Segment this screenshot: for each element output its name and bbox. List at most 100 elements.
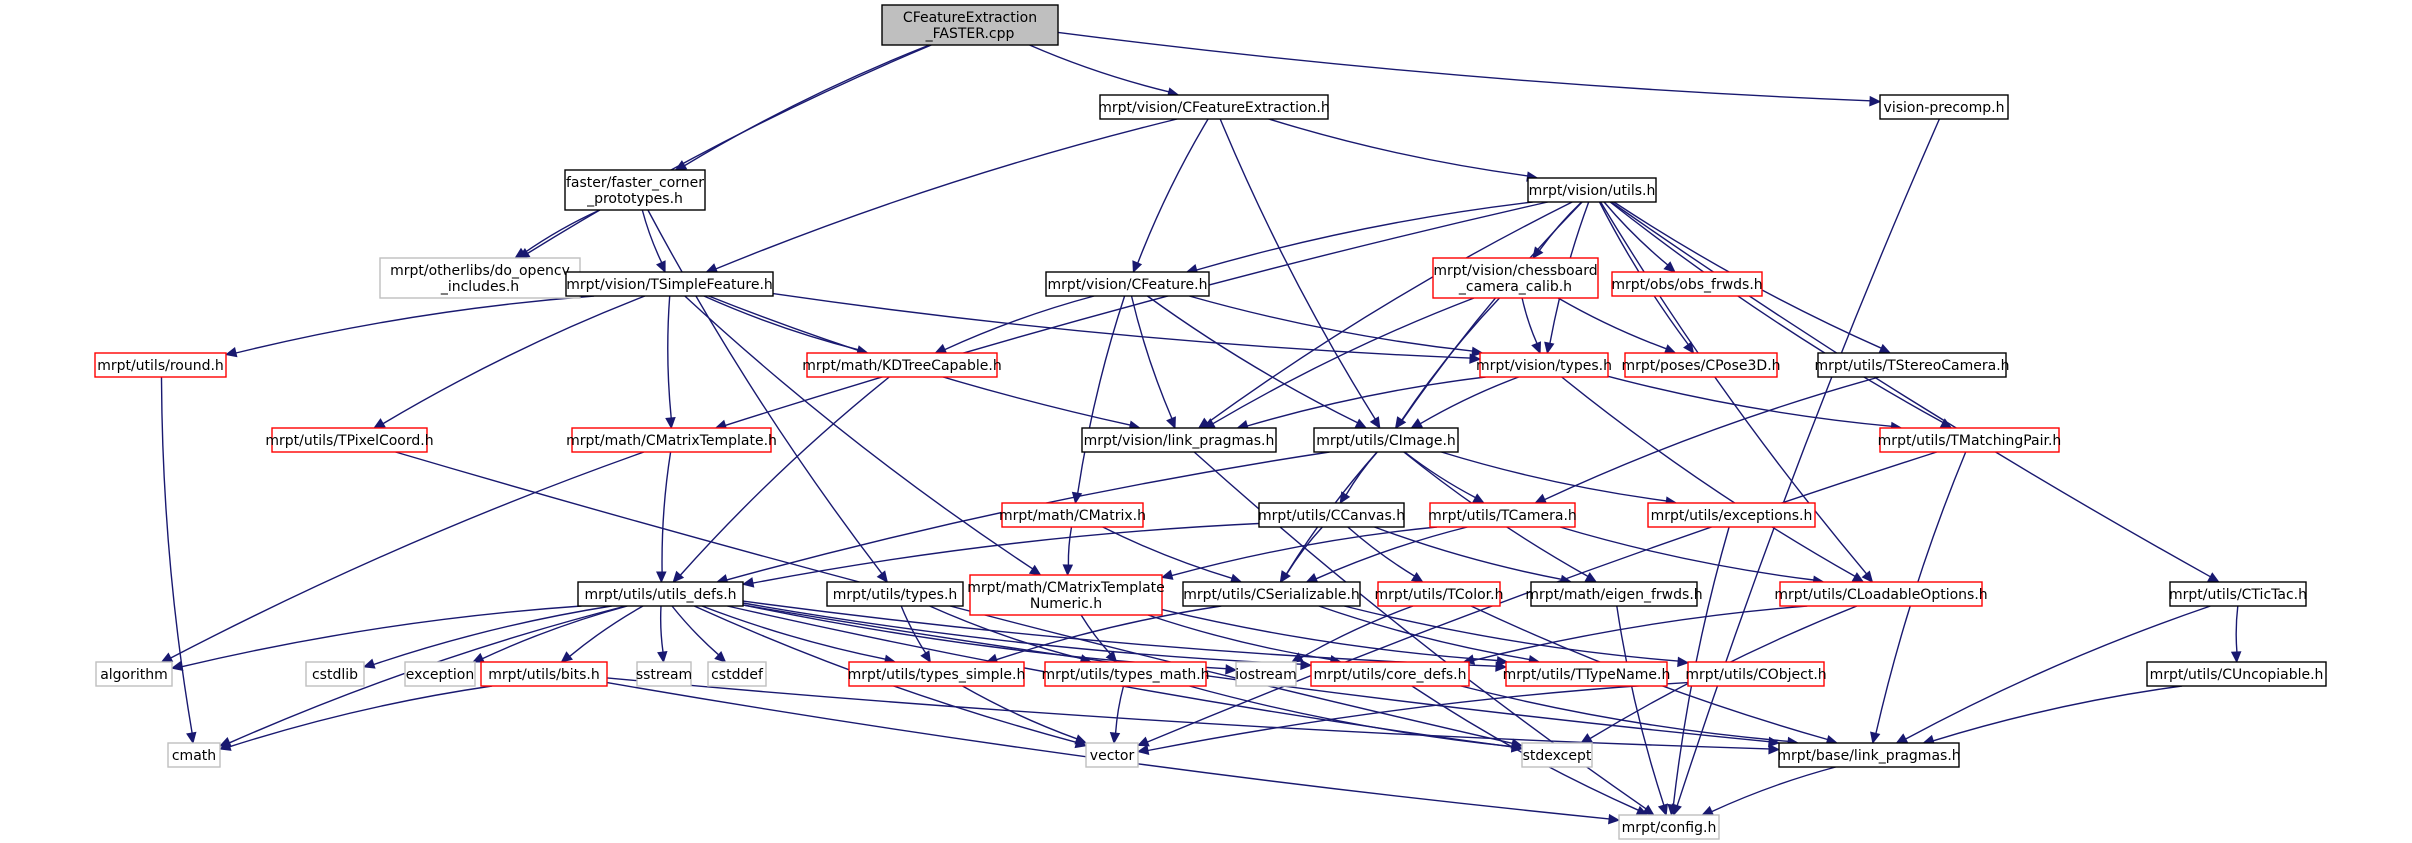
edge-utilsdefs-to-tsimpl <box>701 605 886 660</box>
node-label-stdexcept: stdexcept <box>1523 748 1592 764</box>
node-tmath[interactable]: mrpt/utils/types_math.h <box>1041 661 1210 687</box>
node-vector: vector <box>1085 742 1139 768</box>
node-box-cpose3d <box>1624 352 1778 378</box>
node-cuncop[interactable]: mrpt/utils/CUncopiable.h <box>2146 661 2327 687</box>
edge-tcamera-to-cloadable <box>1559 526 1814 581</box>
node-coredefs[interactable]: mrpt/utils/core_defs.h <box>1310 661 1470 687</box>
node-bits[interactable]: mrpt/utils/bits.h <box>480 661 608 687</box>
node-tmatch[interactable]: mrpt/utils/TMatchingPair.h <box>1878 427 2062 453</box>
node-round[interactable]: mrpt/utils/round.h <box>94 352 227 378</box>
edge-cfeature-to-cmatrix <box>1077 295 1126 494</box>
node-baselinkp[interactable]: mrpt/base/link_pragmas.h <box>1777 742 1961 768</box>
arrowhead-vutils-to-tstereo <box>1878 343 1892 354</box>
arrowhead-cobject-to-vector <box>1136 744 1150 755</box>
edge-chess-to-linkp <box>1212 297 1475 425</box>
node-faster[interactable]: faster/faster_corner_prototypes.h <box>564 169 706 211</box>
edge-tsimple-to-cmtpl <box>667 295 672 419</box>
node-cfeature[interactable]: mrpt/vision/CFeature.h <box>1045 271 1210 297</box>
node-utypes[interactable]: mrpt/utils/types.h <box>826 581 964 607</box>
node-label-cpose3d: mrpt/poses/CPose3D.h <box>1621 358 1780 374</box>
arrowhead-root-to-vprecomp <box>1869 95 1882 107</box>
node-box-cmtn <box>969 574 1163 616</box>
arrowhead-bits-to-cmath <box>218 740 232 751</box>
node-cloadable[interactable]: mrpt/utils/CLoadableOptions.h <box>1774 581 1988 607</box>
edge-baselinkp-to-config <box>1711 766 1836 813</box>
arrowhead-faster-to-tsimple <box>655 260 666 274</box>
node-box-cimage <box>1313 427 1459 453</box>
node-tstereo[interactable]: mrpt/utils/TStereoCamera.h <box>1814 352 2010 378</box>
node-cserial[interactable]: mrpt/utils/CSerializable.h <box>1182 581 1361 607</box>
arrowhead-tmatch-to-baselinkp <box>1870 731 1881 745</box>
node-cimage[interactable]: mrpt/utils/CImage.h <box>1313 427 1459 453</box>
node-cpose3d[interactable]: mrpt/poses/CPose3D.h <box>1621 352 1781 378</box>
arrowhead-vtypes-to-cimage <box>1410 418 1424 429</box>
node-eigen[interactable]: mrpt/math/eigen_frwds.h <box>1525 581 1703 607</box>
arrowhead-ccanvas-to-tcolor <box>1410 571 1424 583</box>
node-utilsdefs[interactable]: mrpt/utils/utils_defs.h <box>577 581 744 607</box>
node-cobject[interactable]: mrpt/utils/CObject.h <box>1685 661 1827 687</box>
arrowhead-utilsdefs-to-iostream <box>1225 664 1238 675</box>
arrowhead-chess-to-vtypes <box>1531 341 1542 355</box>
node-cmatrix[interactable]: mrpt/math/CMatrix.h <box>999 502 1146 528</box>
edge-chess-to-vtypes <box>1521 297 1538 344</box>
node-box-iostream <box>1235 661 1297 687</box>
node-box-tcolor <box>1377 581 1501 607</box>
arrowhead-round-to-cmath <box>186 731 197 745</box>
node-tsimple[interactable]: mrpt/vision/TSimpleFeature.h <box>565 271 774 297</box>
node-cmtpl[interactable]: mrpt/math/CMatrixTemplate.h <box>566 427 777 453</box>
node-tcolor[interactable]: mrpt/utils/TColor.h <box>1375 581 1504 607</box>
edge-cfeature-to-cimage <box>1146 295 1358 424</box>
node-label-chess: _camera_calib.h <box>1458 279 1572 295</box>
node-box-kdtree <box>806 352 998 378</box>
node-obsfrwds[interactable]: mrpt/obs/obs_frwds.h <box>1611 271 1763 297</box>
edge-chess-to-cpose3d <box>1557 297 1667 350</box>
node-vutils[interactable]: mrpt/vision/utils.h <box>1527 177 1657 203</box>
edge-cloadable-to-coredefs <box>1473 605 1808 662</box>
node-tpixel[interactable]: mrpt/utils/TPixelCoord.h <box>265 427 434 453</box>
edge-cfeature-to-vtypes <box>1189 295 1473 352</box>
node-label-iostream: iostream <box>1235 667 1297 683</box>
edge-utilsdefs-to-cstddef <box>671 605 720 656</box>
node-label-cloadable: mrpt/utils/CLoadableOptions.h <box>1774 587 1987 603</box>
node-label-eigen: mrpt/math/eigen_frwds.h <box>1525 587 1702 603</box>
node-chess[interactable]: mrpt/vision/chessboard_camera_calib.h <box>1432 257 1599 299</box>
arrowhead-cmtpl-to-algorithm <box>160 652 174 663</box>
node-sstream: sstream <box>636 661 692 687</box>
arrowhead-cmtn-to-tmath <box>1105 650 1118 663</box>
node-linkp[interactable]: mrpt/vision/link_pragmas.h <box>1081 427 1277 453</box>
node-tsimpl[interactable]: mrpt/utils/types_simple.h <box>848 661 1026 687</box>
arrowhead-cfe-to-cimage <box>1369 416 1381 430</box>
arrowhead-vtypes-to-cloadable <box>1851 572 1865 583</box>
edge-utilsdefs-to-cstdlib <box>373 605 612 666</box>
node-box-tmath <box>1044 661 1207 687</box>
node-tcamera[interactable]: mrpt/utils/TCamera.h <box>1428 502 1577 528</box>
node-box-sstream <box>636 661 692 687</box>
arrowhead-bits-to-config <box>1608 813 1621 825</box>
node-label-opencv: _includes.h <box>440 279 519 295</box>
arrowhead-bits-to-baselinkp <box>1768 743 1781 755</box>
node-box-chess <box>1432 257 1599 299</box>
edge-tsimple-to-round <box>235 295 595 354</box>
edge-vutils-to-cfeature <box>1196 201 1533 271</box>
node-vprecomp[interactable]: vision-precomp.h <box>1879 94 2009 120</box>
node-label-cserial: mrpt/utils/CSerializable.h <box>1183 587 1360 603</box>
edge-cfe-to-vutils <box>1268 118 1528 177</box>
node-vtypes[interactable]: mrpt/vision/types.h <box>1476 352 1612 378</box>
node-ccanvas[interactable]: mrpt/utils/CCanvas.h <box>1258 502 1405 528</box>
node-label-chess: mrpt/vision/chessboard <box>1433 263 1597 279</box>
node-label-utilsdefs: mrpt/utils/utils_defs.h <box>584 587 736 603</box>
arrowhead-cfe-to-cfeature <box>1132 260 1143 274</box>
arrowhead-vutils-to-cloadable <box>1861 570 1874 583</box>
node-kdtree[interactable]: mrpt/math/KDTreeCapable.h <box>802 352 1002 378</box>
edge-tsimple-to-cmtn <box>684 295 1033 570</box>
arrowhead-vutils-to-cpose3d <box>1683 341 1695 354</box>
node-ctictac[interactable]: mrpt/utils/CTicTac.h <box>2169 581 2307 607</box>
edge-cfeature-to-kdtree <box>944 295 1095 351</box>
edge-ccanvas-to-utilsdefs <box>752 522 1260 584</box>
node-exceptions[interactable]: mrpt/utils/exceptions.h <box>1647 502 1816 528</box>
node-box-tsimple <box>565 271 774 297</box>
node-box-vprecomp <box>1879 94 2009 120</box>
node-ttypename[interactable]: mrpt/utils/TTypeName.h <box>1503 661 1671 687</box>
node-cfe[interactable]: mrpt/vision/CFeatureExtraction.h <box>1098 94 1330 120</box>
